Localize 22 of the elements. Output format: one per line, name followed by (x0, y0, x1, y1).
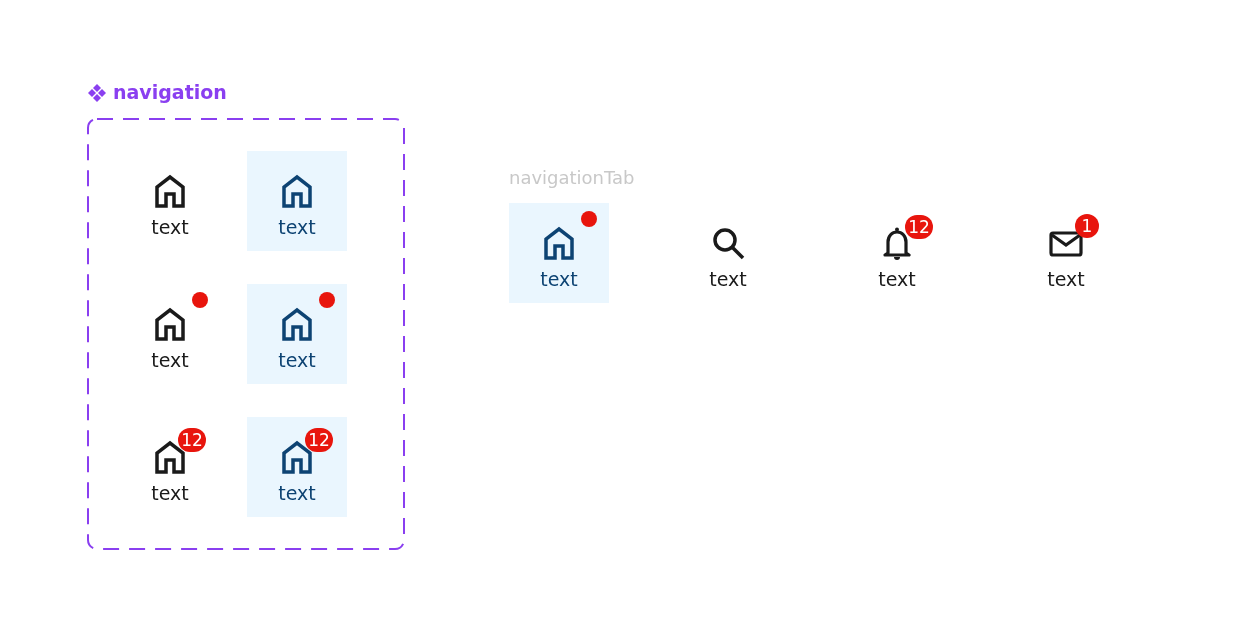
tab-label: text (150, 215, 190, 239)
selected-navigation-tab (509, 203, 609, 303)
count-badge: 12 (305, 428, 333, 452)
tab-label: text (708, 267, 748, 291)
selected-navigation-tab (247, 151, 347, 251)
tab-label: text (277, 481, 317, 505)
notification-dot (581, 211, 597, 227)
count-badge: 1 (1075, 214, 1099, 238)
count-badge: 12 (178, 428, 206, 452)
notification-dot (192, 292, 208, 308)
selected-navigation-tab (247, 417, 347, 517)
selected-navigation-tab (247, 284, 347, 384)
frame-title: navigation (113, 80, 227, 104)
tab-label: text (150, 348, 190, 372)
notification-dot (319, 292, 335, 308)
tab-label: text (877, 267, 917, 291)
tab-label: text (1046, 267, 1086, 291)
tab-label: text (277, 215, 317, 239)
tab-label: text (539, 267, 579, 291)
tab-label: text (277, 348, 317, 372)
count-badge: 12 (905, 215, 933, 239)
tab-label: text (150, 481, 190, 505)
